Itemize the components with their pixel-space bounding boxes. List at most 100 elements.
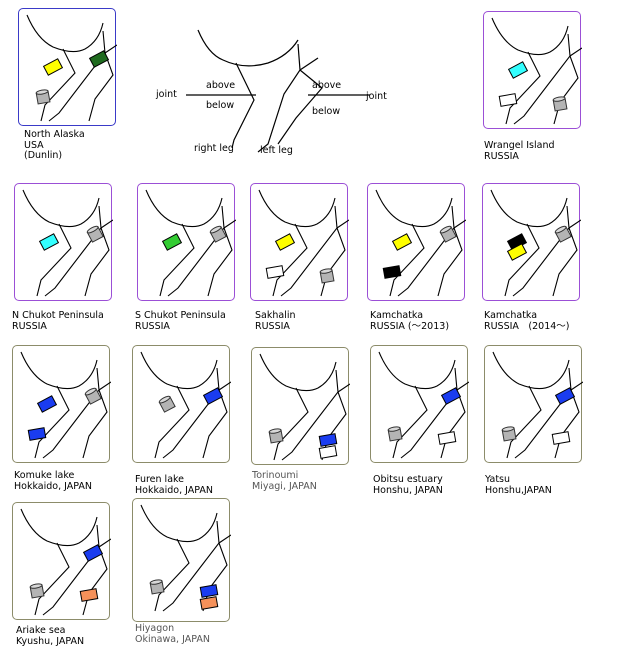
caption-line: Ariake sea	[16, 625, 66, 636]
legend-above-right-label: above	[312, 80, 342, 91]
metal-ring-marker	[319, 268, 335, 284]
color-band-blue	[440, 387, 462, 405]
panel-n-chukot	[14, 183, 113, 301]
metal-ring-marker	[554, 225, 572, 243]
leg-diagram	[20, 351, 111, 459]
panel-hiyagon	[132, 498, 231, 622]
color-band-blue	[82, 544, 104, 562]
panel-komuke	[12, 345, 111, 463]
color-band-white	[551, 431, 571, 445]
leg-diagram	[20, 508, 111, 616]
caption-line: USA	[24, 139, 44, 151]
color-band-yellow	[506, 243, 528, 261]
panel-sakhalin	[250, 183, 349, 301]
metal-ring-marker	[501, 426, 517, 442]
caption-line: Honshu, JAPAN	[373, 484, 443, 496]
panel-obitsu	[370, 345, 469, 463]
color-band-white	[265, 265, 285, 279]
caption-line: North Alaska	[24, 129, 85, 140]
color-band-cyan	[38, 233, 60, 251]
legend-joint-left-label: joint	[156, 89, 177, 100]
caption-line: Kyushu, JAPAN	[16, 635, 85, 647]
legend-leg-diagram	[186, 29, 370, 153]
leg-diagram	[492, 351, 583, 459]
color-band-yellow	[391, 233, 413, 251]
legend-joint-right-label: joint	[366, 91, 387, 102]
color-band-yellow	[42, 58, 64, 76]
panel-kamchatka-2014	[482, 183, 581, 301]
metal-ring-marker	[209, 225, 227, 243]
caption-line: Hokkaido, JAPAN	[135, 484, 213, 496]
caption-line: S Chukot Peninsula	[135, 310, 226, 321]
caption-line: Sakhalin	[255, 310, 296, 321]
leg-diagram	[490, 189, 581, 297]
color-band-blue	[199, 584, 219, 598]
color-band-blue	[27, 427, 47, 441]
caption-line: Hiyagon	[135, 623, 175, 634]
metal-ring-marker	[35, 89, 51, 105]
metal-ring-marker	[387, 426, 403, 442]
legend-right-leg-label: right leg	[194, 143, 234, 154]
leg-diagram	[22, 189, 113, 297]
metal-ring-marker	[268, 428, 284, 444]
caption-line: Obitsu estuary	[373, 474, 443, 485]
color-band-blue	[554, 387, 576, 405]
panel-s-chukot	[137, 183, 236, 301]
metal-ring-marker	[439, 225, 457, 243]
caption-line: Honshu,JAPAN	[485, 484, 552, 496]
metal-ring-marker	[552, 96, 568, 112]
panel-torinoumi	[251, 347, 350, 465]
leg-diagram	[140, 504, 231, 612]
legend-below-right-label: below	[312, 106, 341, 117]
color-band-white	[498, 93, 518, 107]
caption-line: Hokkaido, JAPAN	[14, 480, 92, 492]
color-band-yellow	[274, 233, 296, 251]
caption-line: RUSSIA	[12, 320, 47, 332]
color-band-cyan	[507, 61, 529, 79]
caption-line: RUSSIA	[484, 150, 519, 162]
leg-diagram	[375, 189, 466, 297]
panel-ariake	[12, 502, 111, 620]
color-band-blue	[318, 433, 338, 447]
panel-wrangel-island	[483, 11, 582, 129]
leg-diagram	[140, 351, 231, 459]
color-band-black	[382, 265, 402, 279]
band-position-legend: joint above below above below joint righ…	[148, 18, 398, 163]
caption-line: N Chukot Peninsula	[12, 310, 104, 321]
metal-ring-marker	[149, 579, 165, 595]
caption-line: Torinoumi	[252, 470, 299, 481]
leg-diagram	[145, 189, 236, 297]
leg-diagram	[491, 17, 582, 125]
color-band-white	[437, 431, 457, 445]
metal-ring-marker	[84, 387, 102, 405]
caption-line: Komuke lake	[14, 470, 75, 481]
caption-line: RUSSIA (2014～)	[484, 320, 570, 332]
caption-line: RUSSIA	[135, 320, 170, 332]
caption-line: Miyagi, JAPAN	[252, 480, 317, 492]
color-band-orange	[79, 588, 99, 602]
legend-above-left-label: above	[206, 80, 236, 91]
caption-line: Kamchatka	[484, 310, 538, 321]
metal-ring-marker	[86, 225, 104, 243]
metal-ring-marker	[158, 395, 176, 413]
panel-furen	[132, 345, 231, 463]
caption-line: (Dunlin)	[24, 150, 63, 161]
caption-line: Wrangel Island	[484, 140, 555, 151]
leg-diagram	[26, 14, 117, 122]
color-band-blue	[36, 395, 58, 413]
leg-diagram	[259, 353, 350, 461]
color-band-blue	[202, 387, 224, 405]
